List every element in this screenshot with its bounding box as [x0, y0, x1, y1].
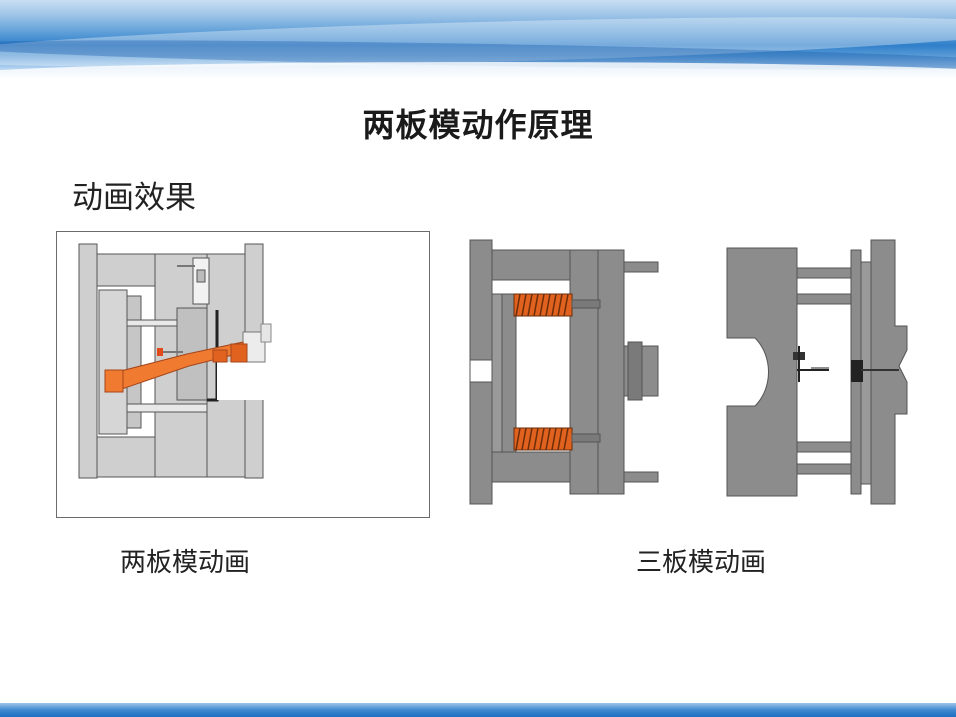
sprue: [851, 360, 863, 382]
guide-pin: [796, 293, 852, 305]
guide-pin: [796, 463, 852, 475]
spring-top: [513, 293, 573, 317]
ejector-rod: [126, 403, 208, 413]
cavity-plate: [726, 247, 798, 497]
left-clamp-plate: [78, 243, 98, 479]
ejector-plate: [98, 289, 128, 435]
three-plate-mold-split-drawing: [726, 239, 908, 505]
bottom-plate: [491, 451, 571, 483]
fixed-clamp-plate: [870, 239, 908, 505]
three-plate-mold-drawing: [469, 239, 659, 505]
guide-pin: [796, 267, 852, 279]
three-plate-mold-open[interactable]: [468, 238, 662, 506]
three-plate-mold-split[interactable]: [725, 238, 923, 506]
slide-opening: [217, 362, 265, 400]
lifter-head: [230, 343, 248, 363]
ejector-retainer: [126, 295, 142, 429]
spring-bolt: [571, 433, 601, 443]
lifter-base: [104, 369, 124, 393]
page-title: 两板模动作原理: [362, 106, 594, 144]
guide-pin: [796, 441, 852, 453]
moving-plate-bottom: [96, 436, 156, 478]
ejector-rod: [126, 319, 180, 327]
two-plate-mold-drawing: [78, 243, 272, 479]
caption-two-plate: 两板模动画: [120, 548, 251, 578]
header-banner: [0, 0, 956, 78]
nozzle: [196, 269, 206, 283]
footer-bar: [0, 703, 956, 717]
section-label: 动画效果: [72, 180, 196, 216]
spring-bottom: [513, 427, 573, 451]
lifter-head: [212, 349, 228, 363]
banner-wave: [0, 62, 956, 78]
moving-plate-top: [96, 253, 156, 287]
spring-bolt: [571, 299, 601, 309]
right-clamp-plate: [597, 249, 625, 495]
inner-frame-left: [491, 293, 503, 453]
two-plate-mold-animation[interactable]: [56, 231, 430, 518]
top-plate: [491, 249, 571, 281]
cavity-plate: [569, 249, 599, 495]
caption-three-plate: 三板模动画: [636, 548, 767, 578]
